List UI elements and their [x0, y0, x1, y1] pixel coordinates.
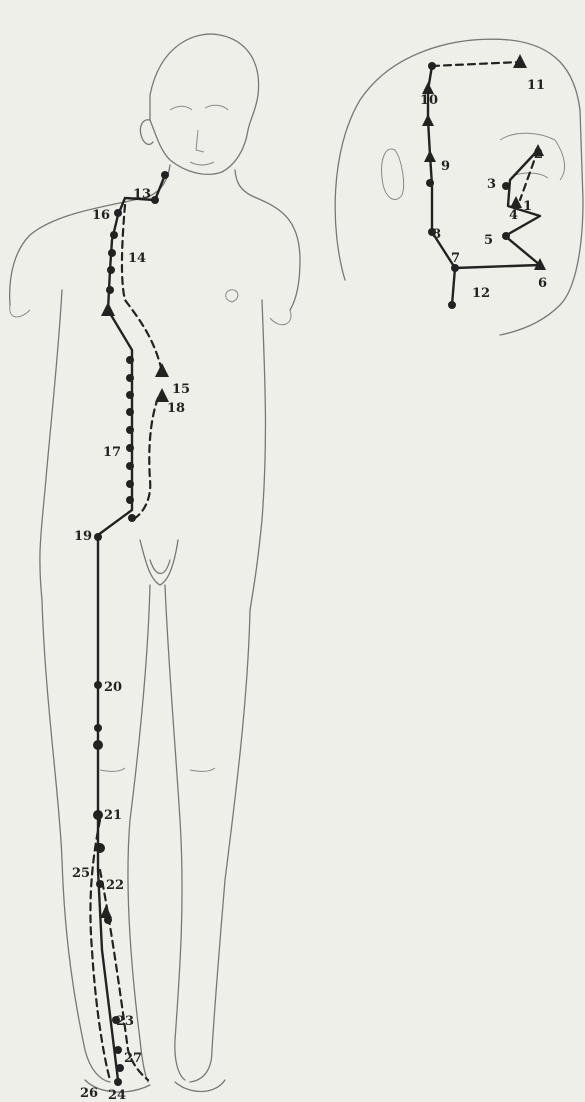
body-figure — [10, 34, 300, 1092]
label-15: 15 — [172, 382, 190, 397]
label-8: 8 — [432, 227, 441, 242]
face-arrow-11 — [513, 54, 527, 68]
label-11: 11 — [527, 78, 545, 93]
label-24: 24 — [108, 1088, 126, 1102]
label-12: 12 — [472, 286, 490, 301]
label-4: 4 — [509, 208, 518, 223]
face-dashed-top — [432, 62, 520, 66]
label-17: 17 — [103, 445, 121, 460]
label-7: 7 — [451, 251, 460, 266]
label-22: 22 — [106, 878, 124, 893]
body-point — [161, 171, 169, 179]
body-arrow — [101, 302, 115, 316]
label-14: 14 — [128, 251, 146, 266]
label-18: 18 — [167, 401, 185, 416]
label-13: 13 — [133, 187, 151, 202]
label-26: 26 — [80, 1086, 98, 1101]
label-9: 9 — [441, 159, 450, 174]
label-5: 5 — [484, 233, 493, 248]
label-27: 27 — [124, 1051, 142, 1066]
label-16: 16 — [92, 208, 110, 223]
body-meridian — [90, 171, 169, 1086]
point-labels: 1 2 3 4 5 6 7 8 9 10 11 12 13 14 15 16 1… — [72, 78, 547, 1102]
label-21: 21 — [104, 808, 122, 823]
label-19: 19 — [74, 529, 92, 544]
label-3: 3 — [487, 177, 496, 192]
label-6: 6 — [538, 276, 547, 291]
dashed-leg-25 — [90, 820, 110, 1080]
label-2: 2 — [534, 147, 543, 162]
label-23: 23 — [116, 1014, 134, 1029]
dashed-branch-15 — [122, 205, 162, 372]
label-20: 20 — [104, 680, 122, 695]
label-10: 10 — [420, 93, 438, 108]
label-25: 25 — [72, 866, 90, 881]
label-1: 1 — [523, 199, 532, 214]
face-point — [428, 62, 436, 70]
dashed-branch-18 — [132, 398, 158, 520]
